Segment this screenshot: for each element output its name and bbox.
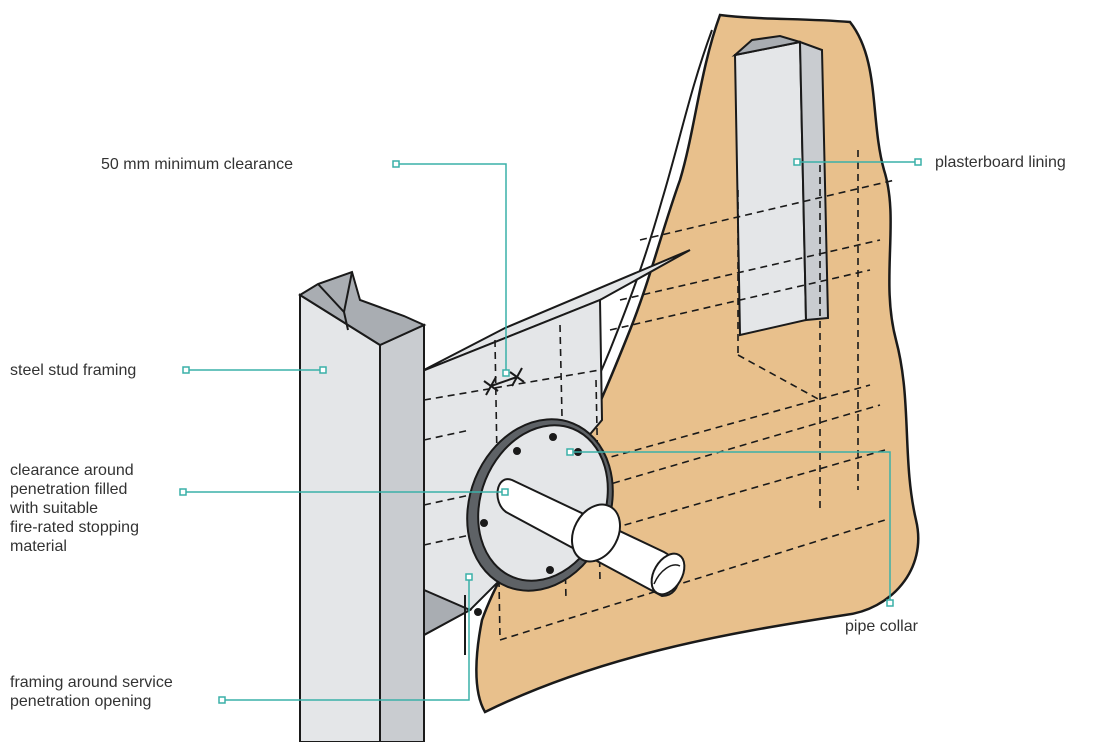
leader-lines: [183, 161, 918, 701]
stud-web: [299, 293, 381, 742]
label-steel-stud-framing: steel stud framing: [10, 362, 137, 379]
label-clearance-minimum: 50 mm minimum clearance: [101, 156, 294, 173]
stud-flange: [379, 323, 425, 742]
leader-framing-opening: [222, 577, 470, 701]
pipe: [496, 478, 686, 598]
clearance-dimension-marks: [483, 367, 525, 396]
stud-top-channel: [298, 270, 427, 347]
label-stopping-material: clearance around penetration filled with…: [10, 462, 139, 555]
label-pipe-collar: pipe collar: [845, 618, 918, 635]
label-plasterboard-lining: plasterboard lining: [935, 154, 1066, 171]
leader-markers: [179, 158, 922, 704]
upper-right-stud: [731, 34, 830, 337]
leader-clearance-min: [396, 163, 507, 373]
label-framing-opening: framing around service penetration openi…: [10, 674, 173, 710]
leader-pipe-collar: [570, 451, 891, 603]
left-steel-stud: [298, 270, 482, 742]
